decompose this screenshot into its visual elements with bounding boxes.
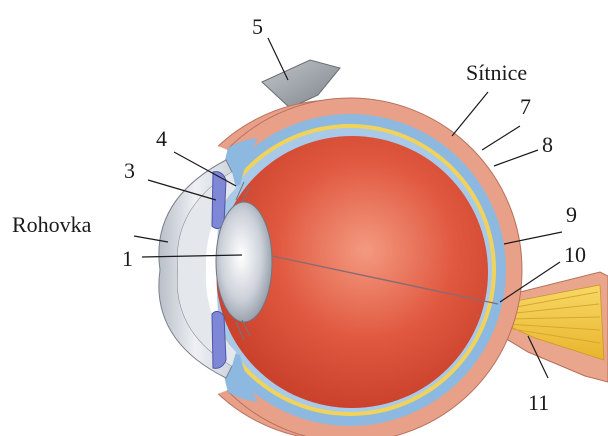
label-1: 1 (122, 246, 133, 271)
lens (216, 202, 272, 322)
label-8: 8 (542, 132, 553, 157)
label-3: 3 (124, 158, 135, 183)
label-7: 7 (520, 94, 531, 119)
label-cornea: Rohovka (12, 212, 92, 237)
label-9: 9 (566, 202, 577, 227)
leader-retina (452, 92, 488, 136)
label-10: 10 (564, 242, 586, 267)
label-4: 4 (156, 126, 167, 151)
leader-5 (268, 38, 288, 80)
label-retina: Sítnice (466, 60, 527, 85)
leader-7 (482, 126, 520, 150)
iris-bottom (212, 311, 226, 368)
label-5: 5 (252, 14, 263, 39)
label-11: 11 (528, 390, 549, 415)
leader-8 (494, 150, 538, 166)
